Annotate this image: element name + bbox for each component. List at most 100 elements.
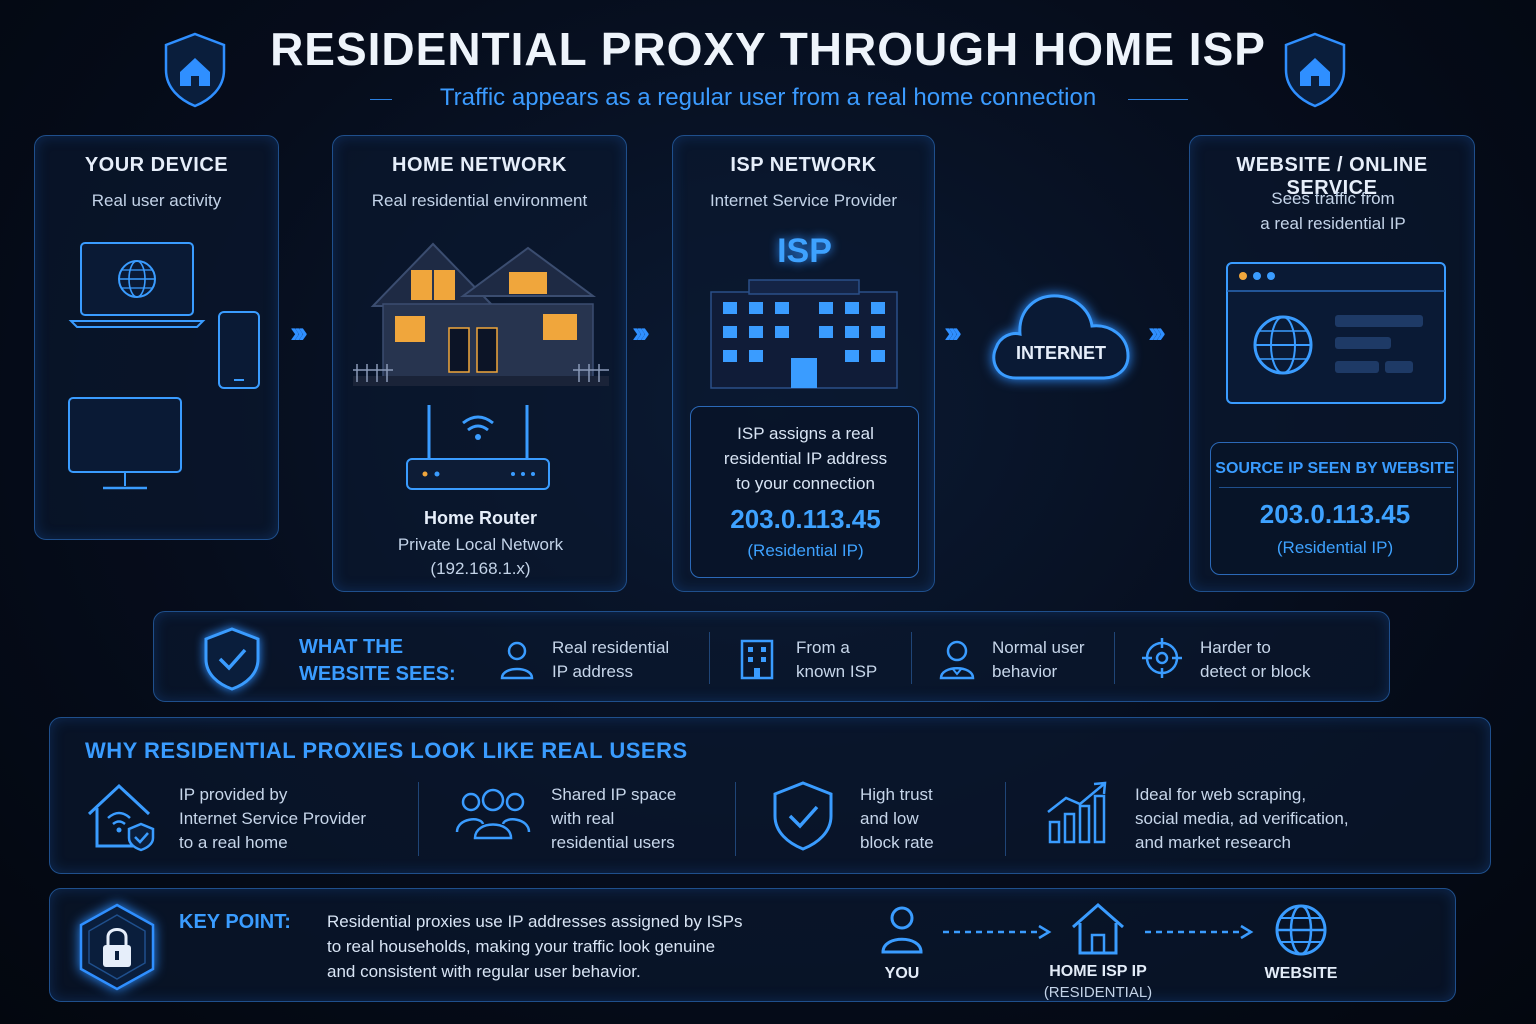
flow-chevron-icon: ››› [290, 316, 308, 349]
internet-cloud-icon: INTERNET [988, 280, 1134, 382]
website-sees-panel: WHAT THE WEBSITE SEES: Real residential … [153, 611, 1390, 702]
sees-item-text: Real residential [552, 638, 670, 657]
why-item-text: residential users [551, 833, 675, 852]
key-point-text: to real households, making your traffic … [327, 937, 716, 956]
isp-assign-line: residential IP address [723, 449, 888, 468]
laptop-icon [68, 241, 209, 331]
growth-chart-icon [1044, 780, 1116, 844]
divider [1114, 632, 1115, 684]
sees-item-text: behavior [992, 662, 1058, 681]
isp-assign-line: to your connection [736, 474, 875, 493]
house-icon [353, 236, 609, 386]
isp-assign-line: ISP assigns a real [737, 424, 874, 443]
home-shield-icon [160, 30, 230, 110]
home-icon [1069, 901, 1127, 957]
flow-chevron-icon: ››› [944, 316, 962, 349]
why-item-text: and low [860, 809, 919, 828]
user-icon [880, 905, 924, 955]
sees-item-text: detect or block [1200, 662, 1311, 681]
subtitle-line-right [1128, 99, 1188, 100]
home-wifi-icon [83, 780, 157, 854]
key-point-text: Residential proxies use IP addresses ass… [327, 912, 743, 931]
flow-home-label: HOME ISP IP [1049, 963, 1147, 980]
isp-assign-box: ISP assigns a real residential IP addres… [690, 406, 919, 578]
why-item-text: to a real home [179, 833, 288, 852]
divider [911, 632, 912, 684]
group-icon [455, 786, 531, 842]
isp-sign: ISP [777, 232, 832, 270]
subtitle-line-left [370, 99, 392, 100]
globe-icon [1274, 903, 1328, 957]
flow-chevron-icon: ››› [632, 316, 650, 349]
sees-item-text: Harder to [1200, 638, 1271, 657]
why-item-text: High trust [860, 785, 933, 804]
lock-icon [75, 901, 159, 993]
shield-check-icon [771, 780, 835, 852]
shield-check-icon [202, 626, 262, 692]
divider [418, 782, 419, 856]
sees-item-text: IP address [552, 662, 633, 681]
internet-label: INTERNET [1016, 343, 1106, 363]
key-point-label: KEY POINT: [179, 911, 291, 933]
source-ip-value: 203.0.113.45 [1259, 499, 1411, 529]
why-item-text: Shared IP space [551, 785, 677, 804]
router-network-label: Private Local Network [397, 535, 564, 554]
isp-assigned-ip-label: (Residential IP) [747, 541, 864, 560]
user-icon [499, 640, 535, 680]
source-ip-title: SOURCE IP SEEN BY WEBSITE [1215, 460, 1455, 477]
device-panel-title: YOUR DEVICE [84, 154, 229, 176]
website-panel-subtitle: Sees traffic from [1271, 189, 1395, 208]
website-sees-label: WHAT THE [299, 636, 404, 658]
source-ip-label: (Residential IP) [1276, 538, 1394, 557]
isp-panel-subtitle: Internet Service Provider [709, 191, 898, 210]
building-icon [739, 638, 775, 680]
why-title: WHY RESIDENTIAL PROXIES LOOK LIKE REAL U… [85, 738, 688, 763]
key-point-text: and consistent with regular user behavio… [327, 962, 641, 981]
divider [1005, 782, 1006, 856]
isp-network-panel: ISP NETWORK Internet Service Provider IS… [672, 135, 935, 592]
sees-item-text: known ISP [796, 662, 878, 681]
home-panel-title: HOME NETWORK [392, 154, 567, 176]
dashed-arrow-icon [943, 924, 1052, 940]
isp-building-icon [709, 278, 899, 390]
website-panel-subtitle: a real residential IP [1260, 214, 1406, 233]
why-item-text: social media, ad verification, [1135, 809, 1349, 828]
sees-item-text: Normal user [992, 638, 1085, 657]
website-sees-label: WEBSITE SEES: [299, 663, 456, 685]
why-item-text: Ideal for web scraping, [1135, 785, 1307, 804]
phone-icon [217, 310, 261, 390]
page-subtitle: Traffic appears as a regular user from a… [439, 84, 1097, 111]
person-icon [938, 638, 976, 680]
why-item-text: with real [551, 809, 615, 828]
browser-window-icon [1225, 261, 1447, 406]
website-panel-title: WEBSITE / ONLINE SERVICE [1236, 154, 1428, 199]
page-title: RESIDENTIAL PROXY THROUGH HOME ISP [270, 23, 1266, 75]
home-panel-subtitle: Real residential environment [371, 191, 588, 210]
dashed-arrow-icon [1145, 924, 1254, 940]
why-item-text: IP provided by [179, 785, 288, 804]
sees-item-text: From a [796, 638, 850, 657]
target-icon [1140, 636, 1184, 680]
device-panel: YOUR DEVICE Real user activity [34, 135, 279, 540]
monitor-icon [67, 396, 183, 494]
home-shield-icon [1280, 30, 1350, 110]
router-ip-range: (192.168.1.x) [430, 559, 531, 578]
home-network-panel: HOME NETWORK Real residential environmen… [332, 135, 627, 592]
flow-chevron-icon: ››› [1148, 316, 1166, 349]
source-ip-divider [1219, 487, 1451, 488]
why-panel: WHY RESIDENTIAL PROXIES LOOK LIKE REAL U… [49, 717, 1491, 874]
website-panel: WEBSITE / ONLINE SERVICE Sees traffic fr… [1189, 135, 1475, 592]
divider [735, 782, 736, 856]
flow-you-label: YOU [884, 965, 920, 982]
isp-panel-title: ISP NETWORK [730, 154, 877, 176]
router-title: Home Router [423, 508, 537, 528]
router-icon [403, 401, 553, 496]
flow-home-sublabel: (RESIDENTIAL) [1043, 984, 1153, 1001]
why-item-text: block rate [860, 833, 934, 852]
device-panel-subtitle: Real user activity [91, 191, 222, 210]
source-ip-box: SOURCE IP SEEN BY WEBSITE 203.0.113.45 (… [1210, 442, 1458, 575]
flow-website-label: WEBSITE [1264, 965, 1338, 982]
isp-assigned-ip: 203.0.113.45 [730, 504, 881, 534]
why-item-text: Internet Service Provider [179, 809, 367, 828]
key-point-panel: KEY POINT: Residential proxies use IP ad… [49, 888, 1456, 1002]
